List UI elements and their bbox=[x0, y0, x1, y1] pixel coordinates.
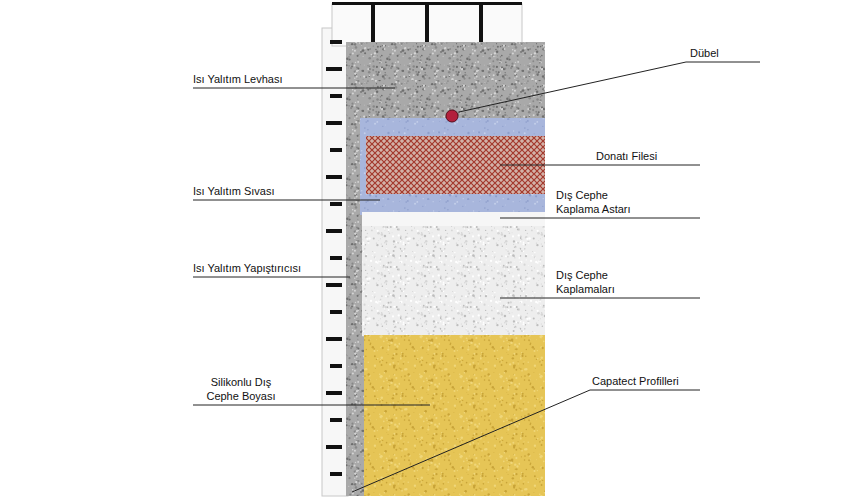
mortar-joint bbox=[326, 175, 342, 179]
brick-column bbox=[322, 28, 348, 496]
mortar-joint bbox=[330, 418, 342, 422]
mortar-joint bbox=[326, 337, 342, 341]
part-label: Isı Yalıtım Levhası bbox=[193, 72, 393, 86]
mortar-joint bbox=[330, 472, 342, 476]
mortar-joint bbox=[326, 121, 342, 125]
mortar-joint bbox=[326, 445, 342, 449]
leader-lines bbox=[193, 62, 760, 492]
insulation-plaster bbox=[360, 118, 545, 215]
mortar-joint bbox=[330, 148, 342, 152]
mortar-joint bbox=[326, 67, 342, 71]
part-label: Dış Cephe Kaplama Astarı bbox=[556, 188, 641, 216]
mortar-joint bbox=[330, 256, 342, 260]
mortar-joint bbox=[326, 229, 342, 233]
primer-layer bbox=[362, 212, 545, 226]
facade-coating bbox=[362, 226, 545, 336]
anchor-dowel bbox=[446, 110, 458, 122]
insulation-board bbox=[346, 42, 545, 496]
part-label: Silikonlu Dış Cephe Boyası bbox=[196, 375, 286, 403]
part-label: Isı Yalıtım Yapıştırıcısı bbox=[193, 261, 348, 275]
part-label: Dübel bbox=[690, 46, 760, 60]
mortar-joint bbox=[330, 310, 342, 314]
mortar-joint bbox=[330, 40, 342, 44]
mortar-joint bbox=[330, 364, 342, 368]
mortar-joint bbox=[330, 94, 342, 98]
part-label: Donatı Filesi bbox=[596, 149, 700, 163]
mortar-joint bbox=[326, 283, 342, 287]
brick-row bbox=[332, 4, 522, 46]
part-label: Dış Cephe Kaplamaları bbox=[556, 268, 626, 296]
silicone-paint bbox=[364, 335, 545, 496]
part-label: Isı Yalıtım Sıvası bbox=[193, 184, 378, 198]
mortar-joint bbox=[330, 202, 342, 206]
mortar-joint bbox=[326, 391, 342, 395]
part-label: Capatect Profilleri bbox=[592, 374, 700, 388]
